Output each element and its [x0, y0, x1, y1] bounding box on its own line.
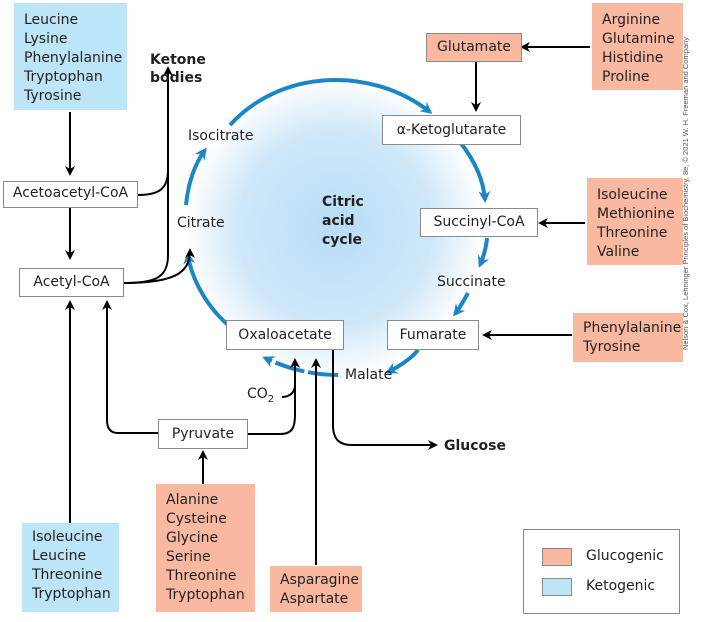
amino-acid: Proline [602, 69, 650, 85]
alpha-ketoglutarate-box: α-Ketoglutarate [382, 115, 521, 145]
amino-acid: Leucine [32, 548, 87, 564]
ketone-bodies-label: Ketone bodies [150, 51, 206, 87]
cycle-arrow-succinylcoa-to-succinate [478, 237, 490, 268]
ketone-bodies-line: bodies [150, 70, 203, 86]
pyruvate-box: Pyruvate [158, 419, 248, 449]
amino-acid: Methionine [597, 206, 675, 222]
isocitrate-label: Isocitrate [188, 128, 254, 144]
malate-label: Malate [345, 367, 393, 383]
fumarate-box: Fumarate [387, 320, 479, 350]
credit-line: Nelson & Cox, Lehninger Principles of Bi… [681, 5, 693, 350]
amino-acid: Valine [597, 244, 640, 260]
legend-label-ketogenic: Ketogenic [586, 578, 656, 594]
ketogenic-aa-group-top-left: Leucine Lysine Phenylalanine Tryptophan … [14, 3, 127, 110]
amino-acid: Tryptophan [32, 586, 111, 602]
amino-acid: Lysine [24, 31, 68, 47]
arrow-acetoacetylcoa-to-ketone [137, 66, 173, 196]
co2-label: CO2 [247, 385, 274, 409]
amino-acid: Threonine [597, 225, 668, 241]
legend-label-glucogenic: Glucogenic [586, 548, 664, 564]
cycle-arrow-citrate-to-isocitrate [184, 147, 207, 206]
amino-acid: Isoleucine [597, 187, 668, 203]
succinate-label: Succinate [437, 274, 506, 290]
credit-text: Nelson & Cox, Lehninger Principles of Bi… [681, 36, 690, 350]
arrow-pyruvate-to-acetylcoa [102, 300, 160, 434]
ketone-bodies-line: Ketone [150, 52, 206, 68]
oxaloacetate-box: Oxaloacetate [226, 320, 344, 350]
arrow-oxaloacetate-to-glucose [332, 348, 438, 450]
amino-acid: Arginine [602, 12, 661, 28]
amino-acid: Alanine [166, 492, 219, 508]
amino-acid: Histidine [602, 50, 664, 66]
co2-text: CO [247, 386, 268, 402]
amino-acid: Threonine [166, 568, 237, 584]
cycle-arrow-fumarate-to-malate [385, 348, 420, 374]
amino-acid: Glutamine [602, 31, 675, 47]
citrate-label: Citrate [177, 215, 225, 231]
legend-swatch-ketogenic [542, 578, 572, 596]
cycle-arrow-succinate-to-fumarate [453, 292, 470, 317]
acetoacetyl-coa-box: Acetoacetyl-CoA [3, 181, 138, 208]
amino-acid: Serine [166, 549, 211, 565]
amino-acid: Leucine [24, 12, 79, 28]
glucogenic-aa-group-to-succinyl-coa: Isoleucine Methionine Threonine Valine [587, 178, 683, 265]
amino-acid: Threonine [32, 567, 103, 583]
cycle-title: Citric acid cycle [322, 193, 364, 250]
legend: Glucogenic Ketogenic [523, 529, 680, 614]
amino-acid: Glycine [166, 530, 219, 546]
cycle-title-line: acid [322, 213, 355, 229]
glucogenic-aa-group-to-pyruvate: Alanine Cysteine Glycine Serine Threonin… [156, 484, 255, 612]
glutamate-box: Glutamate [426, 33, 522, 62]
cycle-title-line: cycle [322, 232, 363, 248]
glucogenic-aa-group-to-fumarate: Phenylalanine Tyrosine [573, 313, 683, 362]
succinyl-coa-box: Succinyl-CoA [420, 208, 538, 237]
cycle-title-line: Citric [322, 194, 364, 210]
legend-swatch-glucogenic [542, 548, 572, 566]
pathway-arrows [65, 42, 590, 565]
amino-acid: Phenylalanine [583, 320, 682, 336]
glucogenic-aa-group-to-oxaloacetate: Asparagine Aspartate [270, 566, 362, 612]
co2-connector [281, 384, 296, 398]
amino-acid: Isoleucine [32, 529, 103, 545]
amino-acid: Tryptophan [166, 587, 245, 603]
cycle-arrow-isocitrate-to-akg [228, 78, 433, 127]
co2-subscript: 2 [267, 393, 275, 405]
amino-acid: Phenylalanine [24, 50, 123, 66]
glucose-label: Glucose [444, 438, 507, 454]
amino-acid: Tryptophan [24, 69, 103, 85]
cycle-arrow-akg-to-succinylcoa [458, 140, 491, 203]
ketogenic-aa-group-bottom-left: Isoleucine Leucine Threonine Tryptophan [22, 523, 119, 612]
arrow-acetylcoa-to-citrate [123, 248, 195, 284]
cycle-background [185, 78, 485, 378]
amino-acid: Tyrosine [583, 339, 641, 355]
amino-acid: Aspartate [280, 591, 349, 607]
glucogenic-aa-group-to-glutamate: Arginine Glutamine Histidine Proline [592, 3, 683, 90]
amino-acid: Tyrosine [24, 88, 82, 104]
acetyl-coa-box: Acetyl-CoA [19, 268, 124, 297]
arrow-pyruvate-to-oxaloacetate [248, 358, 300, 435]
amino-acid: Asparagine [280, 572, 359, 588]
amino-acid: Cysteine [166, 511, 227, 527]
